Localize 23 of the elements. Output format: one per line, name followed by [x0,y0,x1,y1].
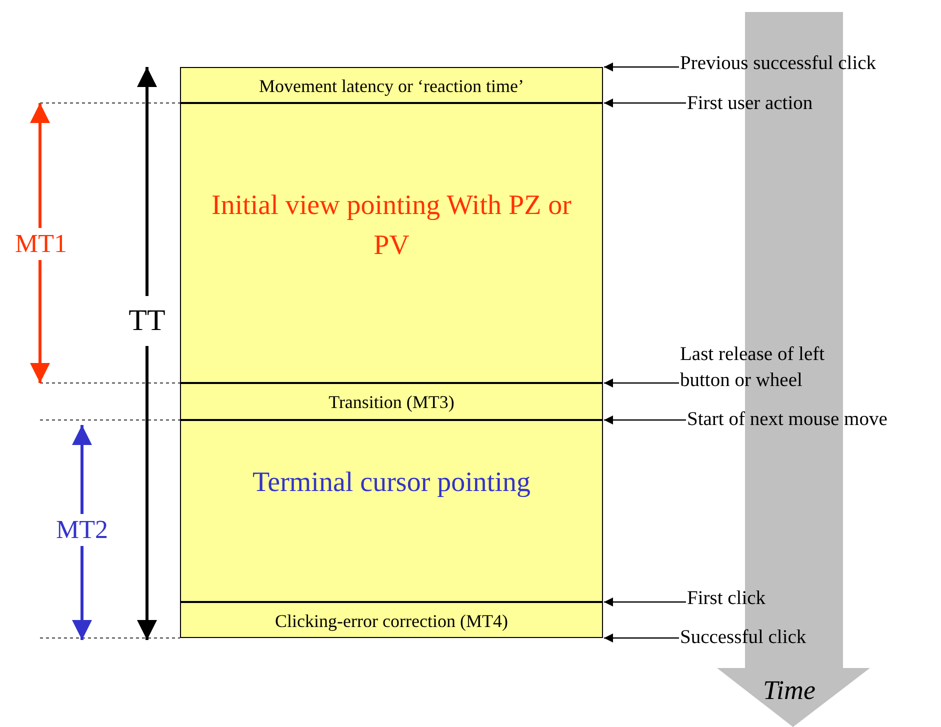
segment-label: Transition (MT3) [328,392,456,412]
arrow [604,634,679,642]
timeline-segment [180,383,603,420]
timeline-segment [180,420,603,602]
event-label: First click [687,587,766,611]
event-label: First user action [687,92,813,116]
arrow [604,62,679,72]
timeline-segment [180,103,603,383]
segment-label: Initial view pointing With PZ or PV [210,189,572,263]
segment-label: Clicking-error correction (MT4) [274,611,509,631]
event-label: Start of next mouse move [687,408,888,432]
event-label: Previous successful click [680,52,876,76]
arrow [604,598,686,606]
arrow [604,416,686,424]
event-label: Successful click [680,626,806,650]
time-label: Time [763,674,816,706]
event-label: Last release of left button or wheel [680,343,826,393]
segment-label: Terminal cursor pointing [252,466,532,500]
segment-label: Movement latency or ‘reaction time’ [258,76,525,96]
arrow [604,378,679,388]
timeline-segment [180,67,603,103]
arrow [604,98,686,108]
timeline-segment [180,602,603,638]
